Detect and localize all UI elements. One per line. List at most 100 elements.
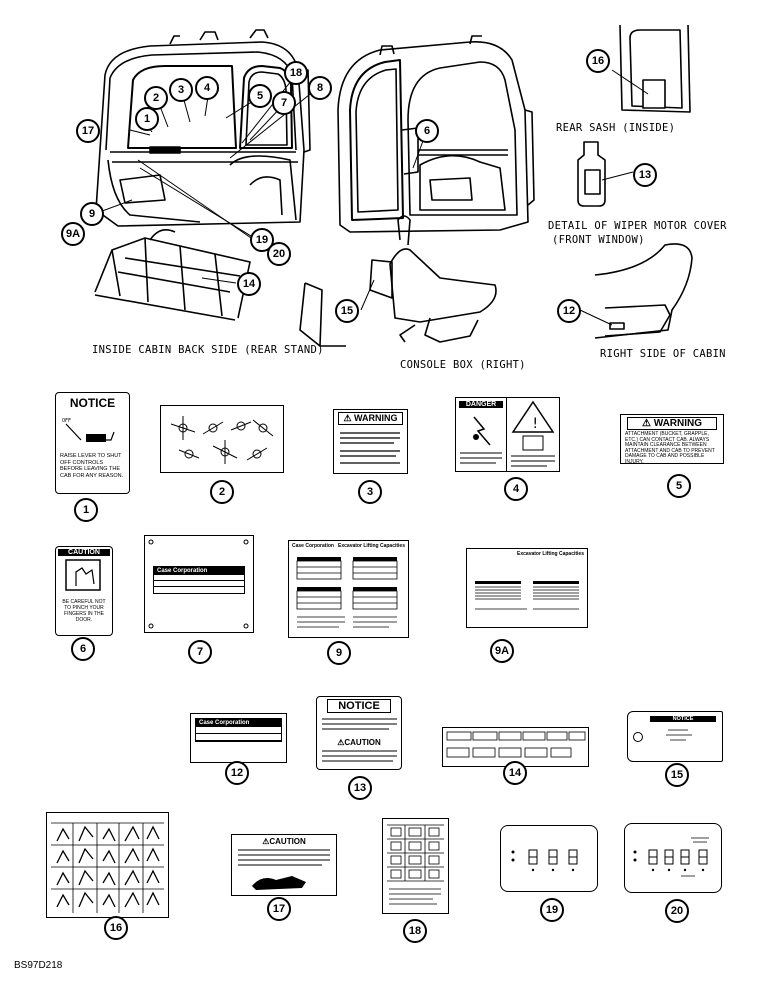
control-chart-grid: [51, 822, 164, 913]
decal-7-brand: Case Corporation: [154, 567, 244, 575]
decal-6-header: CAUTION: [58, 549, 110, 556]
document-id: BS97D218: [14, 960, 63, 971]
callout-4: 4: [195, 76, 219, 100]
decal-number-18: 18: [403, 919, 427, 943]
decal-number-5: 5: [667, 474, 691, 498]
decal-13-notice-caution: NOTICE ⚠CAUTION: [316, 696, 402, 770]
decal-18-pattern-chart: [382, 818, 449, 914]
decal-9a-title: Excavator Lifting Capacities: [517, 551, 584, 557]
decal-number-6: 6: [71, 637, 95, 661]
decal-9-brand: Case Corporation: [292, 543, 334, 549]
decal-16-control-chart: [46, 812, 169, 918]
decal-17-caution: ⚠CAUTION: [231, 834, 337, 896]
decal-13-header: NOTICE: [327, 699, 391, 713]
electrocution-icon: [460, 416, 502, 464]
caption-inside-cabin: INSIDE CABIN BACK SIDE (REAR STAND): [92, 344, 324, 356]
decal-number-19: 19: [540, 898, 564, 922]
rear-sash-illustration: [619, 24, 691, 113]
warning-book-icon: !: [511, 400, 555, 467]
decal-7-serial-plate: Case Corporation: [144, 535, 254, 633]
wiper-cover-illustration: [577, 141, 606, 207]
rivet-holes: [148, 539, 249, 629]
caption-wiper-cover-2: (FRONT WINDOW): [552, 234, 645, 246]
callout-16: 16: [586, 49, 610, 73]
decal-number-9: 9: [327, 641, 351, 665]
callout-13: 13: [633, 163, 657, 187]
decal-number-20: 20: [665, 899, 689, 923]
caption-wiper-cover-1: DETAIL OF WIPER MOTOR COVER: [548, 220, 727, 232]
capacity-tables-9a: [475, 581, 579, 610]
callout-9: 9: [80, 202, 104, 226]
decal-14-switch-panel: [442, 727, 589, 767]
switch-icons-19: [511, 849, 578, 872]
decal-17-illustration: [238, 849, 330, 890]
decal-number-4: 4: [504, 477, 528, 501]
decal-number-17: 17: [267, 897, 291, 921]
callout-14: 14: [237, 272, 261, 296]
decal-3-header: ⚠ WARNING: [338, 412, 403, 425]
decal-number-2: 2: [210, 480, 234, 504]
decal-9-lifting-capacity: Case Corporation Excavator Lifting Capac…: [288, 540, 409, 638]
decal-6-caution: CAUTION BE CAREFUL NOT TO PINCH YOUR FIN…: [55, 546, 113, 636]
callout-9a: 9A: [61, 222, 85, 246]
caption-console-box: CONSOLE BOX (RIGHT): [400, 359, 526, 371]
decal-5-warning: ⚠ WARNING ATTACHMENT (BUCKET, GRAPPLE, E…: [620, 414, 724, 464]
decal-19-switch-label: [500, 825, 598, 892]
decal-1-notice: NOTICE OFF RAISE LEVER TO SHUT OFF CONTR…: [55, 392, 130, 494]
caption-rear-sash: REAR SASH (INSIDE): [556, 122, 676, 134]
console-box-illustration: [299, 215, 497, 347]
decal-number-12: 12: [225, 761, 249, 785]
decal-15-header: NOTICE: [650, 716, 716, 722]
decal-17-header: ⚠CAUTION: [262, 837, 306, 846]
pinch-hand-icon: [65, 559, 101, 591]
decal-9-title: Excavator Lifting Capacities: [338, 543, 405, 549]
svg-text:!: !: [531, 416, 539, 432]
decal-number-7: 7: [188, 640, 212, 664]
callout-17: 17: [76, 119, 100, 143]
decal-5-header: ⚠ WARNING: [627, 417, 717, 430]
callout-8: 8: [308, 76, 332, 100]
decal-12-serial-plate: Case Corporation: [190, 713, 287, 763]
decal-15-lines: [666, 729, 692, 741]
callout-3: 3: [169, 78, 193, 102]
control-pattern-icon: [170, 416, 274, 464]
switch-panel-boxes: [446, 731, 586, 758]
callout-19: 19: [250, 228, 274, 252]
decal-3-text-lines: [340, 432, 400, 464]
decal-13-lines-1: [322, 718, 397, 730]
switch-icons-20: [633, 837, 709, 877]
decal-number-9a: 9A: [490, 639, 514, 663]
decal-4-header: DANGER: [459, 401, 503, 408]
decal-number-1: 1: [74, 498, 98, 522]
decal-number-16: 16: [104, 916, 128, 940]
decal-6-text: BE CAREFUL NOT TO PINCH YOUR FINGERS IN …: [62, 599, 106, 623]
callout-5: 5: [248, 84, 272, 108]
decal-3-warning: ⚠ WARNING: [333, 409, 408, 474]
decal-13-lines-2: [322, 750, 397, 762]
decal-20-switch-label: [624, 823, 722, 893]
callout-7: 7: [272, 91, 296, 115]
decal-number-3: 3: [358, 480, 382, 504]
decal-number-13: 13: [348, 776, 372, 800]
caption-right-side: RIGHT SIDE OF CABIN: [600, 348, 726, 360]
lever-icon: OFF: [62, 418, 115, 442]
cab-rear-view: [95, 29, 311, 227]
callout-15: 15: [335, 299, 359, 323]
decal-2-control-pattern: [160, 405, 284, 473]
callout-20: 20: [267, 242, 291, 266]
cab-side-view: [337, 35, 535, 233]
callout-2: 2: [144, 86, 168, 110]
decal-15-tag: NOTICE: [627, 711, 723, 762]
callout-18: 18: [284, 61, 308, 85]
decal-5-text: ATTACHMENT (BUCKET, GRAPPLE, ETC.) CAN C…: [625, 431, 715, 464]
decal-1-header: NOTICE: [69, 396, 116, 410]
decal-13-header-2: ⚠CAUTION: [337, 738, 381, 747]
cab-right-side-illustration: [594, 243, 693, 339]
callout-12: 12: [557, 299, 581, 323]
svg-text:OFF: OFF: [62, 418, 71, 424]
decal-1-text: RAISE LEVER TO SHUT OFF CONTROLS BEFORE …: [60, 453, 124, 479]
pattern-chart-grid: [387, 824, 444, 905]
rear-stand-illustration: [94, 229, 251, 321]
callout-6: 6: [415, 119, 439, 143]
